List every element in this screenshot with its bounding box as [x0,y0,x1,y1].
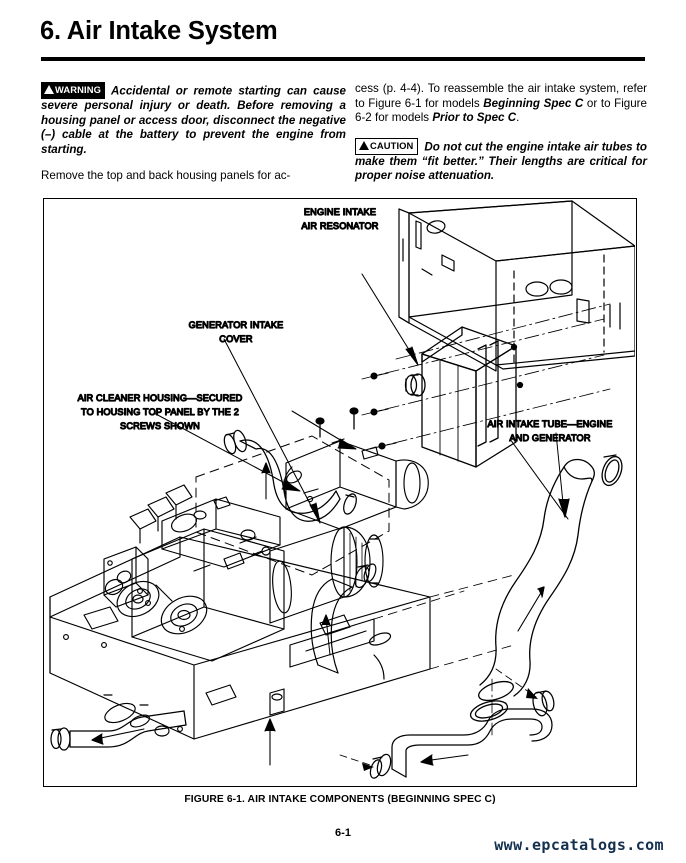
left-body-paragraph: Remove the top and back housing panels f… [41,169,291,183]
callout-leader-lines [153,273,569,524]
callout-labels: ENGINE INTAKE AIR RESONATOR GENERATOR IN… [77,206,613,443]
bottom-s-hose [339,668,555,779]
right-text-column: cess (p. 4-4). To reassemble the air int… [355,82,647,184]
right-body-mid: or to Figure 6-2 for models [355,96,647,125]
air-intake-tube-engine-generator [469,432,623,740]
callout-intake-tube-line1: AIR INTAKE TUBE—ENGINE [488,419,613,429]
air-intake-exploded-diagram: ENGINE INTAKE AIR RESONATOR GENERATOR IN… [49,200,635,779]
upper-intake-tube [223,429,357,522]
mounting-screws [315,407,359,444]
warning-badge-label: WARNING [55,84,102,96]
callout-air-cleaner-line2: TO HOUSING TOP PANEL BY THE 2 [81,407,239,417]
title-divider [41,57,645,61]
figure-6-1-illustration: ENGINE INTAKE AIR RESONATOR GENERATOR IN… [43,198,637,787]
watermark: www.epcatalogs.com [494,836,664,854]
page-title: 6. Air Intake System [40,17,278,45]
spec-reference-beginning: Beginning Spec C [483,96,584,110]
warning-badge: WARNING [41,82,106,99]
warning-triangle-icon [44,85,54,95]
lower-connecting-hose [50,710,187,751]
callout-generator-cover-line2: COVER [219,334,253,344]
caution-badge: CAUTION [355,137,419,155]
callout-air-cleaner-line1: AIR CLEANER HOUSING—SECURED [78,393,243,403]
right-body-start: cess (p. 4-4). To reassemble the air int… [355,82,647,110]
resonator-bolts [370,343,524,450]
housing-panels [398,200,635,372]
engine-intake-air-resonator [404,326,517,468]
callout-intake-tube-line2: AND GENERATOR [509,433,590,443]
caution-badge-label: CAUTION [370,140,414,152]
callout-generator-cover-line1: GENERATOR INTAKE [189,320,284,330]
engine-generator-assembly [49,407,515,766]
caution-text: Do not cut the engine intake air tubes t… [355,140,647,183]
resonator-mounting-axes [361,303,611,450]
callout-resonator-line2: AIR RESONATOR [301,221,378,231]
callout-resonator-line1: ENGINE INTAKE [304,207,376,217]
page-number: 6-1 [335,827,351,839]
callout-air-cleaner-line3: SCREWS SHOWN [120,421,200,431]
generator-intake-cover [195,435,390,576]
caution-triangle-icon [359,141,369,151]
figure-caption: FIGURE 6-1. AIR INTAKE COMPONENTS (BEGIN… [184,794,496,805]
right-body-end: . [516,111,520,125]
warning-text: Accidental or remote starting can cause … [41,84,346,156]
right-body-paragraph: cess (p. 4-4). To reassemble the air int… [355,82,647,126]
spec-reference-prior: Prior to Spec C [432,111,517,125]
